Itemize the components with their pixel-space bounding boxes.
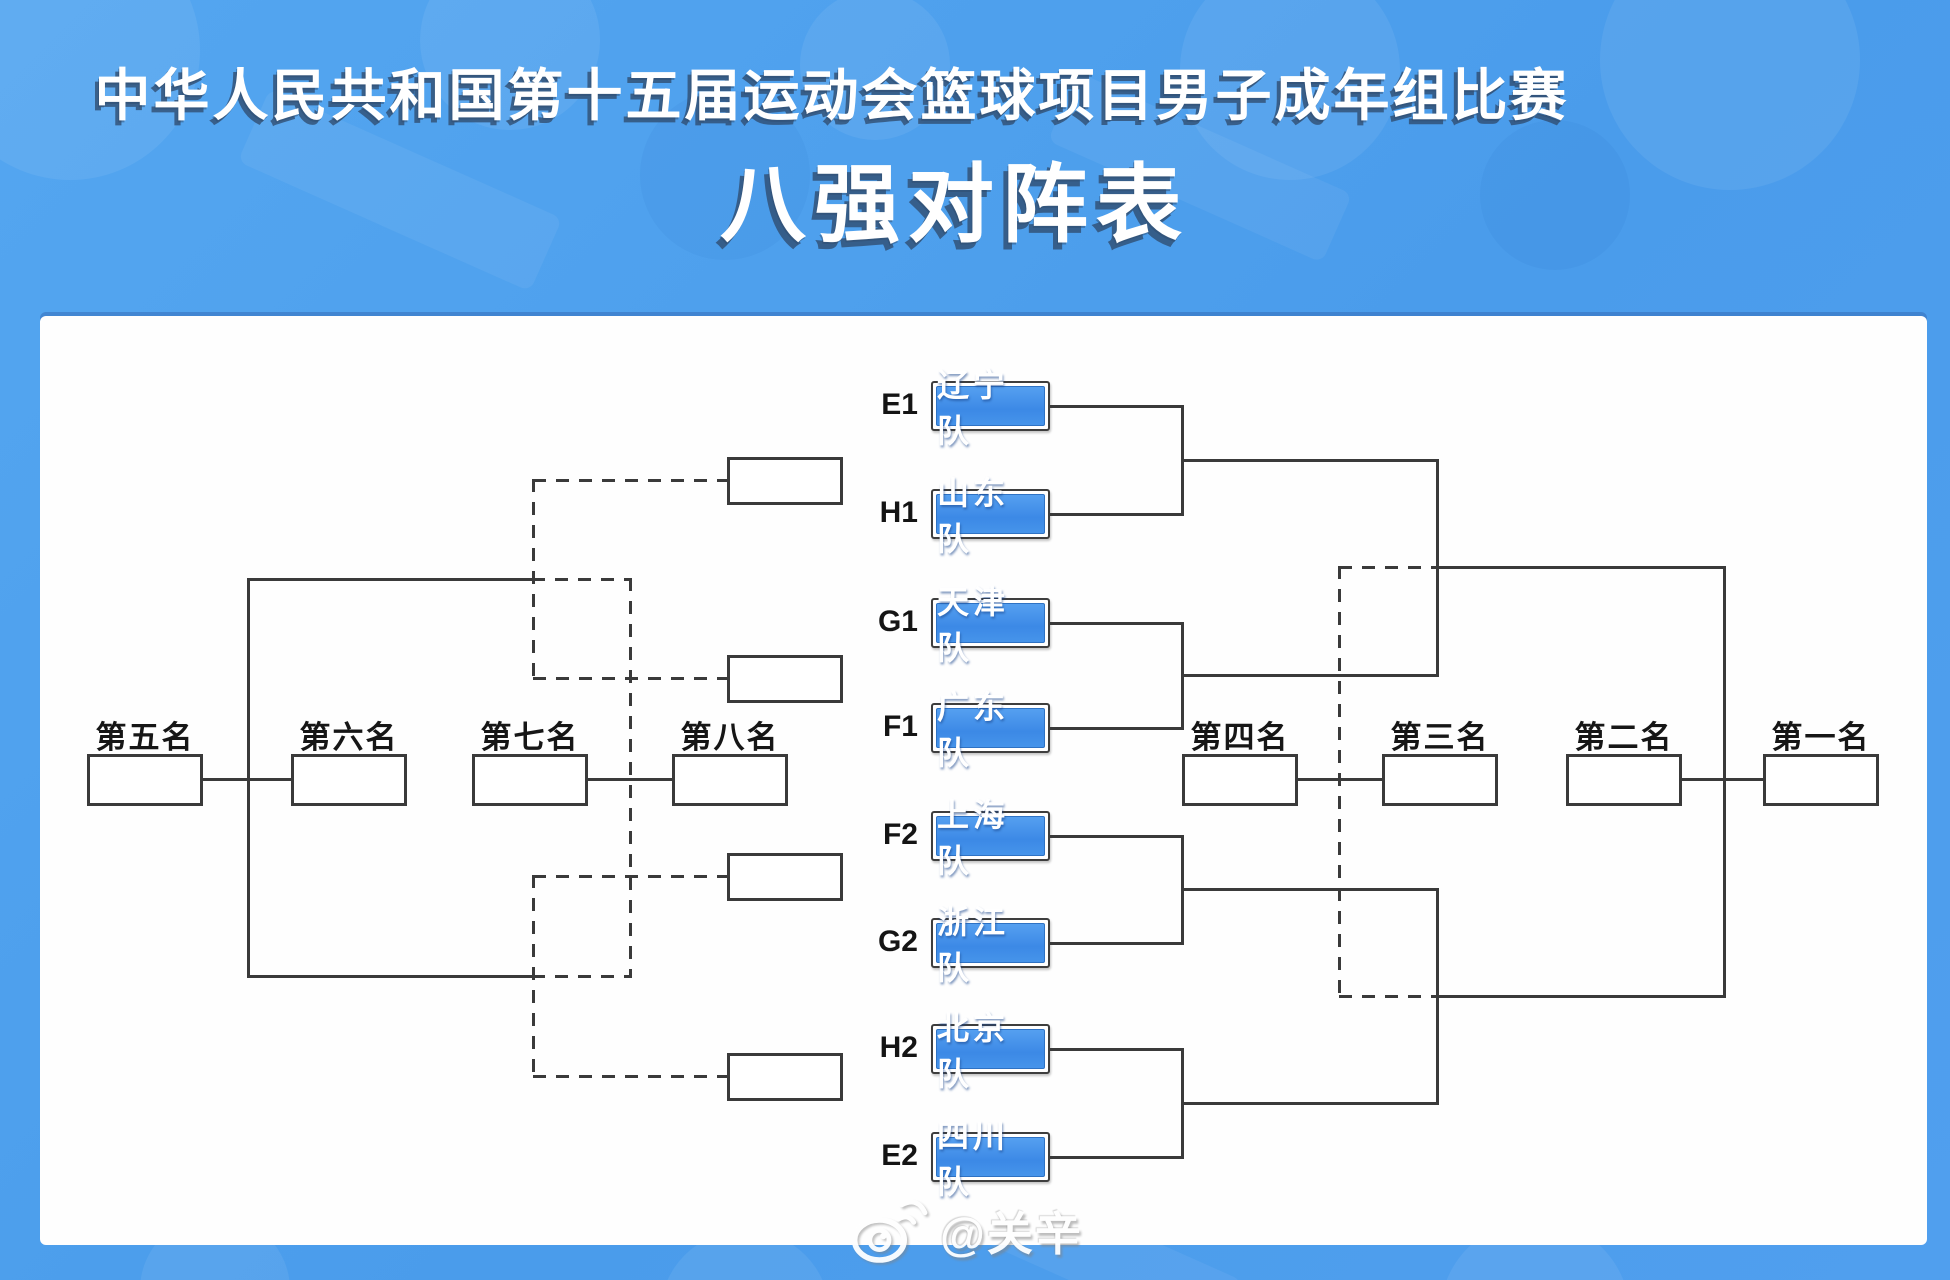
placement-box-8th <box>672 754 788 806</box>
bracket-line-dashed <box>533 479 727 482</box>
placement-box-1st <box>1763 754 1879 806</box>
bracket-line <box>1436 995 1726 998</box>
placement-label-3rd: 第三名 <box>1390 720 1490 755</box>
team-box-liaoning: 辽宁队 <box>931 367 1050 449</box>
bracket-line <box>203 778 292 781</box>
bracket-line <box>1050 622 1183 625</box>
bracket-line <box>1181 888 1439 891</box>
bracket-line <box>1181 674 1439 677</box>
seed-label-e1: E1 <box>881 388 918 421</box>
bracket-line <box>1050 405 1183 408</box>
bracket-line <box>1723 566 1726 998</box>
poster-title: 中华人民共和国第十五届运动会篮球项目男子成年组比赛 <box>94 64 1570 127</box>
seed-label-g2: G2 <box>877 925 918 958</box>
placement-box-3rd <box>1382 754 1498 806</box>
team-box-guangdong: 广东队 <box>931 689 1050 771</box>
team-name: 上海队 <box>936 797 1045 879</box>
deco-circle <box>1180 0 1400 180</box>
poster-subtitle: 八强对阵表 <box>720 157 1190 253</box>
placement-box-6th <box>291 754 407 806</box>
bracket-line <box>248 578 535 581</box>
match-box-empty <box>727 1053 843 1101</box>
placement-label-6th: 第六名 <box>299 720 399 755</box>
placement-box-5th <box>87 754 203 806</box>
placement-box-4th <box>1182 754 1298 806</box>
bracket-line <box>1297 778 1382 781</box>
match-box-empty <box>727 457 843 505</box>
bracket-line <box>1436 566 1726 569</box>
seed-label-f2: F2 <box>882 818 918 851</box>
team-box-beijing: 北京队 <box>931 1010 1050 1092</box>
bracket-line <box>1050 1156 1183 1159</box>
match-box-empty <box>727 655 843 703</box>
team-box-tianjin: 天津队 <box>931 584 1050 666</box>
bracket-line-dashed <box>533 1075 727 1078</box>
team-box-sichuan: 四川队 <box>931 1118 1050 1200</box>
seed-label-h2: H2 <box>879 1031 918 1064</box>
seed-label-g1: G1 <box>877 605 918 638</box>
bracket-line <box>1680 778 1763 781</box>
bracket-line-dashed <box>532 975 632 978</box>
team-box-shandong: 山东队 <box>931 475 1050 557</box>
team-name: 天津队 <box>936 584 1045 666</box>
team-name: 辽宁队 <box>936 367 1045 449</box>
seed-label-f1: F1 <box>882 710 918 743</box>
bracket-line-dashed <box>532 578 632 581</box>
placement-label-5th: 第五名 <box>95 720 195 755</box>
bracket-line <box>1050 942 1183 945</box>
team-name: 广东队 <box>936 689 1045 771</box>
placement-box-2nd <box>1566 754 1682 806</box>
team-box-zhejiang: 浙江队 <box>931 904 1050 986</box>
bracket-line-dashed <box>1339 566 1439 569</box>
placement-box-7th <box>472 754 588 806</box>
deco-circle <box>800 0 950 140</box>
seed-label-h1: H1 <box>879 496 918 529</box>
watermark-handle: @关辛 <box>940 1207 1083 1260</box>
bracket-line <box>1050 1048 1183 1051</box>
team-name: 浙江队 <box>936 904 1045 986</box>
bracket-line-dashed <box>1338 566 1341 998</box>
placement-label-7th: 第七名 <box>480 720 580 755</box>
bracket-line <box>1181 459 1439 462</box>
seed-label-e2: E2 <box>881 1139 918 1172</box>
team-name: 山东队 <box>936 475 1045 557</box>
placement-label-4th: 第四名 <box>1190 720 1290 755</box>
team-name: 北京队 <box>936 1010 1045 1092</box>
placement-label-1st: 第一名 <box>1771 720 1871 755</box>
weibo-icon <box>848 1192 930 1269</box>
team-box-shanghai: 上海队 <box>931 797 1050 879</box>
deco-circle <box>640 90 810 260</box>
bracket-line <box>1050 513 1183 516</box>
bracket-line-dashed <box>1339 995 1439 998</box>
placement-label-8th: 第八名 <box>680 720 780 755</box>
bracket-line <box>1050 835 1183 838</box>
bracket-line <box>248 975 535 978</box>
placement-label-2nd: 第二名 <box>1574 720 1674 755</box>
bracket-line <box>1050 727 1183 730</box>
match-box-empty <box>727 853 843 901</box>
watermark: @关辛 <box>848 1192 1083 1269</box>
bracket-line <box>588 778 673 781</box>
team-name: 四川队 <box>936 1118 1045 1200</box>
bracket-line <box>1181 1102 1439 1105</box>
deco-circle <box>1480 120 1630 270</box>
